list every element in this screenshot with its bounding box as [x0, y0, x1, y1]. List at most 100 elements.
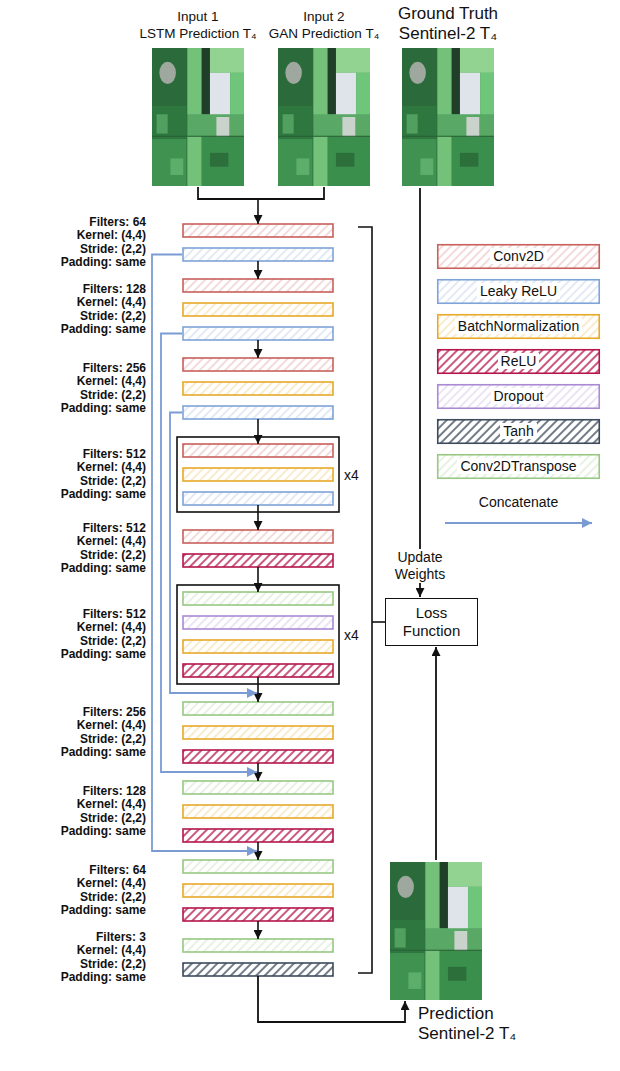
field-patch: [152, 48, 187, 106]
layer-bar: [183, 750, 333, 763]
layer-param: Kernel: (4,4): [0, 375, 146, 389]
concatenate-arrow: [170, 413, 257, 694]
connector: [419, 188, 421, 597]
field-patch: [296, 158, 309, 175]
field-patch: [454, 931, 467, 950]
layer-param: Stride: (2,2): [0, 733, 146, 747]
network-bracket: [358, 227, 372, 973]
field-patch: [402, 48, 494, 186]
layer-bar: [183, 702, 333, 715]
field-border: [390, 950, 482, 951]
layer-bar: [183, 382, 333, 395]
layer-param: Filters: 256: [0, 362, 146, 376]
layer-param: Stride: (2,2): [0, 310, 146, 324]
flow-arrow: [257, 340, 259, 358]
image-caption: Sentinel-2 T₄: [418, 1024, 516, 1044]
layer-param: Padding: same: [0, 904, 146, 918]
layer-param: Kernel: (4,4): [0, 944, 146, 958]
field-patch: [460, 73, 480, 117]
field-patch: [283, 114, 294, 133]
flow-arrow: [257, 567, 259, 592]
flow-arrow: [257, 677, 259, 702]
legend-item: BatchNormalization: [437, 314, 600, 339]
image-caption: Prediction: [418, 1004, 494, 1024]
field-patch: [440, 950, 482, 1000]
field-patch: [187, 114, 244, 136]
layer-param: Stride: (2,2): [0, 549, 146, 563]
field-patch: [285, 62, 302, 84]
layer-param: Padding: same: [0, 648, 146, 662]
layer-bar: [183, 224, 333, 237]
layer-param: Padding: same: [0, 402, 146, 416]
field-patch: [408, 972, 421, 989]
layer-param: Stride: (2,2): [0, 958, 146, 972]
layer-bar: [183, 279, 333, 292]
layer-param: Stride: (2,2): [0, 389, 146, 403]
field-patch: [278, 48, 370, 186]
field-patch: [202, 136, 244, 186]
layer-bar: [183, 726, 333, 739]
field-patch: [480, 73, 494, 117]
field-patch: [170, 158, 183, 175]
layer-param: Stride: (2,2): [0, 635, 146, 649]
image-title: Ground Truth: [398, 4, 498, 24]
legend-label: BatchNormalization: [455, 318, 582, 334]
image-title: Input 1: [177, 8, 218, 25]
legend-swatch: [438, 280, 600, 304]
field-patch: [460, 153, 478, 167]
legend-swatch: [438, 245, 600, 269]
layer-bar: [183, 805, 333, 818]
satellite-image: [278, 48, 370, 186]
field-border: [402, 136, 494, 137]
layer-bar: [183, 492, 333, 505]
flow-arrow: [257, 921, 259, 939]
flow-arrow: [257, 261, 259, 279]
field-patch: [152, 139, 187, 186]
layer-param: Filters: 128: [0, 283, 146, 297]
layer-param: Padding: same: [0, 488, 146, 502]
field-patch: [448, 887, 468, 931]
field-border: [152, 136, 244, 137]
legend-swatch: [438, 420, 600, 444]
legend-line-sample: [445, 522, 592, 524]
layer-param: Kernel: (4,4): [0, 296, 146, 310]
loss-box: Loss Function: [385, 598, 478, 646]
legend-swatch: [438, 350, 600, 374]
layer-bar: [183, 592, 333, 605]
field-patch: [336, 73, 356, 117]
field-patch: [402, 139, 437, 186]
field-patch: [437, 114, 494, 136]
layer-param: Kernel: (4,4): [0, 461, 146, 475]
legend-label: ReLU: [498, 353, 540, 369]
layer-bar: [183, 908, 333, 921]
flow-lines: [152, 187, 405, 1022]
layer-bar: [183, 444, 333, 457]
legend-item: ReLU: [437, 349, 600, 374]
layer-bar: [183, 640, 333, 653]
field-patch: [448, 862, 482, 887]
layer-param: Filters: 512: [0, 608, 146, 622]
layer-param: Kernel: (4,4): [0, 621, 146, 635]
layer-param: Kernel: (4,4): [0, 877, 146, 891]
field-patch: [460, 48, 494, 73]
layer-param: Filters: 3: [0, 931, 146, 945]
field-patch: [202, 48, 210, 114]
image-title: LSTM Prediction T₄: [139, 25, 256, 42]
field-patch: [278, 106, 313, 186]
field-patch: [402, 48, 437, 106]
field-patch: [452, 136, 494, 186]
field-patch: [356, 73, 370, 117]
layer-bar: [183, 406, 333, 419]
image-title: GAN Prediction T₄: [269, 25, 379, 42]
field-patch: [342, 117, 355, 136]
field-patch: [230, 73, 244, 117]
weights-link: [372, 621, 385, 623]
legend-item: Tanh: [437, 419, 600, 444]
field-patch: [402, 106, 437, 186]
field-patch: [409, 62, 426, 84]
layer-param: Padding: same: [0, 256, 146, 270]
field-patch: [466, 117, 479, 136]
field-patch: [157, 114, 168, 133]
layer-bar: [183, 303, 333, 316]
